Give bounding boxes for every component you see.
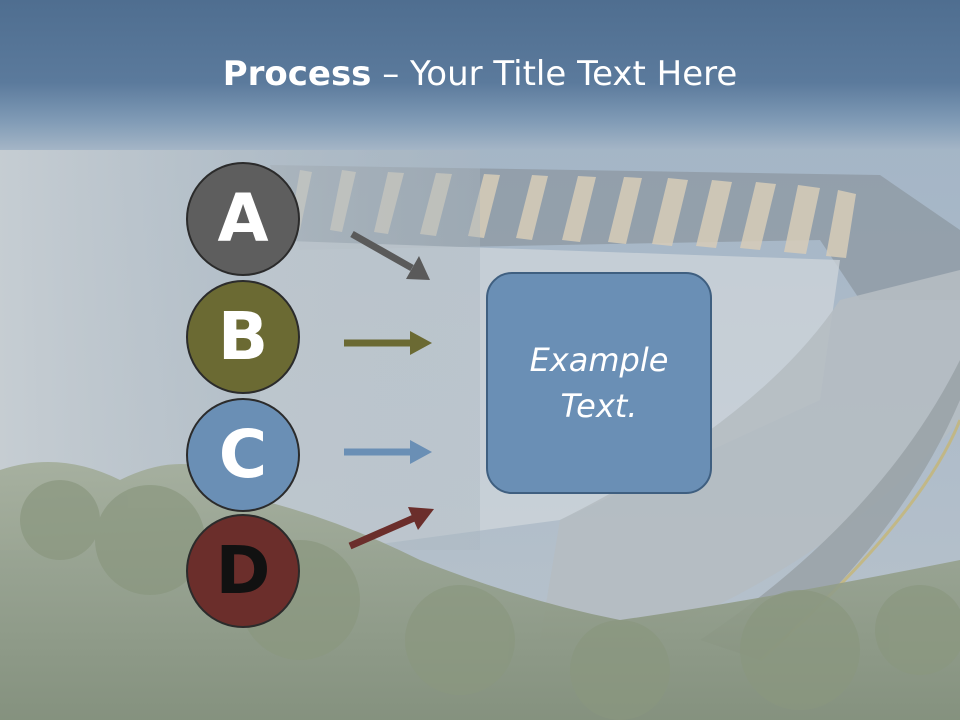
example-text-box[interactable]: Example Text. [486, 272, 712, 494]
arrow-b[interactable] [344, 331, 432, 355]
arrow-d[interactable] [348, 507, 434, 550]
step-circle-b[interactable]: B [186, 280, 300, 394]
step-letter-b: B [217, 298, 269, 375]
title-band [0, 0, 960, 150]
title-rest: – Your Title Text Here [371, 54, 738, 94]
step-circle-d[interactable]: D [186, 514, 300, 628]
step-letter-a: A [217, 180, 269, 257]
step-circle-c[interactable]: C [186, 398, 300, 512]
step-letter-c: C [218, 416, 268, 493]
arrow-a[interactable] [350, 230, 430, 280]
slide-title[interactable]: Process – Your Title Text Here [0, 52, 960, 96]
step-circle-a[interactable]: A [186, 162, 300, 276]
example-text: Example Text. [529, 341, 669, 425]
title-bold-word: Process [222, 54, 372, 94]
step-letter-d: D [215, 532, 271, 609]
arrow-c[interactable] [344, 440, 432, 464]
